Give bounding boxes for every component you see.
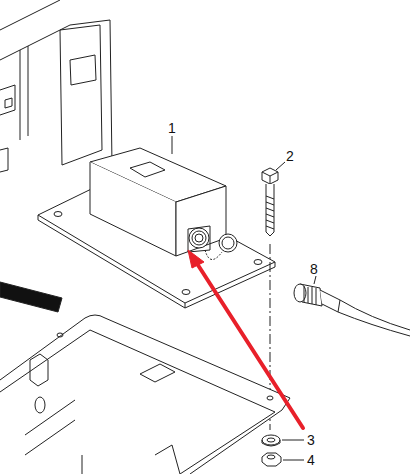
junction-box [90, 148, 237, 260]
callout-number: 2 [285, 149, 295, 163]
callout-number: 3 [306, 433, 316, 447]
leader-line [283, 460, 304, 461]
cable-plug [294, 284, 410, 336]
pointer-arrow [188, 250, 303, 428]
callout-number: 4 [306, 453, 316, 467]
leader-line [276, 162, 285, 170]
washer [262, 435, 280, 446]
leader-line [172, 136, 173, 154]
callout-number: 1 [167, 121, 177, 135]
nut [262, 453, 281, 466]
machine-housing [0, 0, 112, 175]
bolt [262, 168, 278, 236]
leader-line [314, 276, 316, 284]
strap [0, 282, 62, 312]
leader-line [282, 440, 304, 441]
callout-number: 8 [309, 262, 319, 276]
